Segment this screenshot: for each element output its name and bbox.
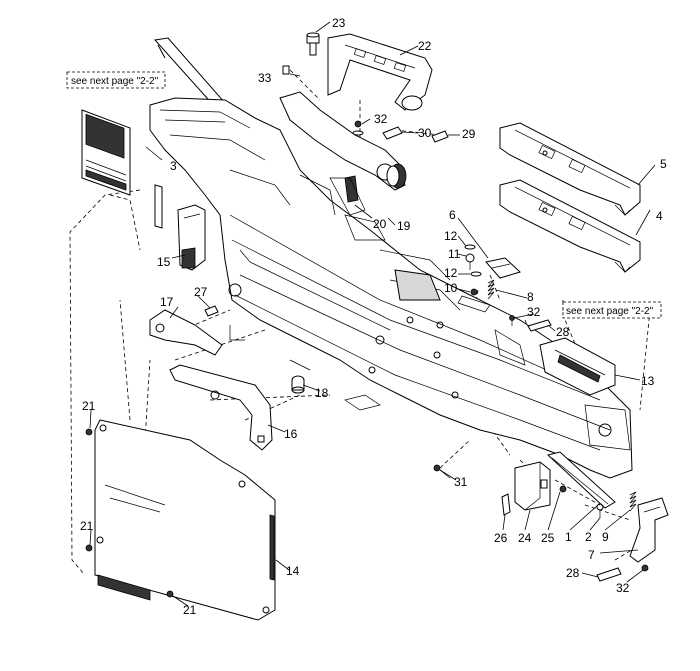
part-label: 15 [157,255,171,269]
part-label: 3 [170,159,177,173]
spring-9 [629,491,637,512]
part-label: 32 [374,112,388,126]
part-label: 29 [462,127,476,141]
part-label: 27 [194,285,208,299]
spring-8 [487,279,495,300]
part-17 [149,309,223,356]
part-label: 5 [660,157,667,171]
screw-32-bottom [641,564,649,572]
pin-28-upper [527,319,552,332]
part-label: 22 [418,39,432,53]
part-label: 8 [527,290,534,304]
part-label: 28 [556,325,570,339]
part-label: 7 [588,548,595,562]
part-label: 10 [444,281,458,295]
part-label: 24 [518,531,532,545]
part-label: 2 [585,530,592,544]
note-right-text: see next page "2-2" [566,306,654,317]
part-label: 26 [494,531,508,545]
part-label: 21 [80,519,94,533]
part-label: 18 [315,386,329,400]
part-15 [177,204,206,271]
handle-22 [327,33,433,111]
pin-29 [431,130,449,143]
main-frame [149,97,633,479]
part-label: 1 [565,530,572,544]
screw-11 [465,253,475,270]
part-label: 31 [454,475,468,489]
washer-12b [470,271,482,277]
part-label: 28 [566,566,580,580]
part-6 [485,257,521,279]
note-box-left: see next page "2-2" [66,71,166,89]
part-label: 4 [656,209,663,223]
part-16 [169,364,273,451]
part-18 [291,375,305,394]
part-label: 12 [444,229,458,243]
part-label: 23 [332,16,346,30]
part-label: 17 [160,295,174,309]
cover-plate-5 [499,122,641,216]
part-label: 21 [82,399,96,413]
part-label: 20 [373,217,387,231]
label-plate [81,109,131,196]
part-label: 32 [616,581,630,595]
part-labels: 1 2 3 4 5 6 7 8 9 10 11 12 12 13 14 15 1… [80,16,667,617]
part-label: 25 [541,531,555,545]
part-label: 12 [444,266,458,280]
washer-12a [464,244,476,250]
screw-25 [559,485,567,493]
pin-27 [204,305,219,317]
label-strip-bottom [97,574,151,601]
washer-33 [282,65,290,75]
leader-lines [89,21,656,607]
lever-arm [279,91,407,241]
screw-32-top [352,120,364,136]
bracket-13 [539,337,616,396]
part-label: 14 [286,564,300,578]
part-7 [629,497,669,563]
note-box-right: see next page "2-2" [562,301,662,319]
part-label: 19 [397,219,411,233]
cover-plate-14 [94,419,276,621]
block-24 [514,461,551,511]
screw-21c [166,590,174,598]
part-label: 6 [449,208,456,222]
part-label: 13 [641,374,655,388]
part-26 [501,493,511,516]
screw-21b [85,544,93,552]
rail-1 [546,451,616,509]
part-10 [457,288,491,313]
cover-plate-4 [499,179,641,273]
part-label: 21 [183,603,197,617]
part-label: 11 [448,247,461,261]
screw-21a [85,428,93,436]
part-label: 33 [258,71,272,85]
pin-28-lower [596,567,622,582]
part-label: 32 [527,305,541,319]
part-label: 16 [284,427,298,441]
pin-30 [382,126,403,140]
part-label: 9 [602,530,609,544]
part-label: 30 [418,126,432,140]
screw-2 [596,503,604,518]
note-left-text: see next page "2-2" [71,76,159,87]
screw-23 [306,32,320,56]
strip-3 [154,184,163,229]
